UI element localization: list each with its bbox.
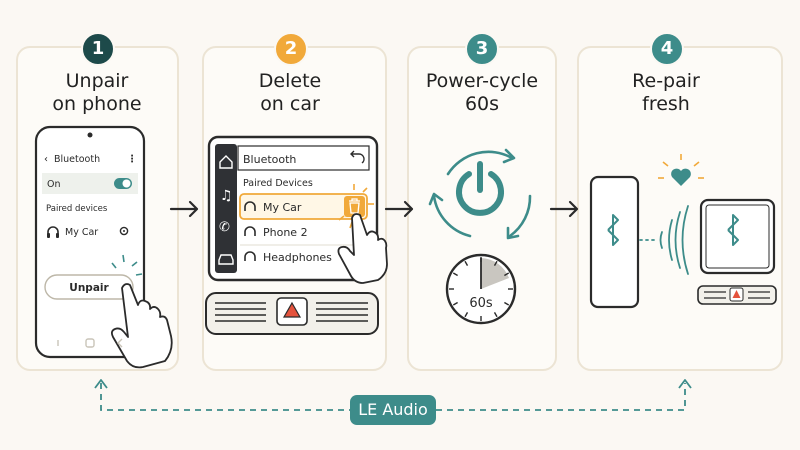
trash-icon [349, 198, 360, 214]
timer-dial: 60s [445, 253, 517, 325]
phone-toggle-label: On [47, 179, 61, 190]
car-screen-title: Bluetooth [243, 153, 296, 166]
return-icon[interactable] [350, 150, 365, 164]
signal-waves [639, 205, 689, 275]
power-icon [456, 161, 504, 216]
hand-pointer-icon [337, 213, 388, 284]
step-3-badge: 3 [465, 32, 499, 66]
car-device-row[interactable]: Phone 2 [244, 226, 308, 239]
delete-button[interactable] [344, 196, 365, 217]
headphones-icon [244, 201, 256, 211]
headphones-icon [244, 251, 256, 261]
bluetooth-icon [727, 214, 739, 246]
phone-illustration: ‹ Bluetooth ⋮ On Paired devices My Car [34, 125, 173, 369]
car-device-name: Phone 2 [263, 226, 308, 239]
step-3-title: Power-cycle 60s [425, 70, 539, 115]
hazard-button[interactable] [276, 297, 308, 326]
le-audio-loop [94, 379, 692, 411]
arrow-1-to-2 [169, 200, 199, 218]
car-icon[interactable] [218, 254, 234, 265]
headphones-icon [244, 226, 256, 236]
step-4-badge: 4 [650, 32, 684, 66]
phone-call-icon[interactable]: ✆ [219, 220, 230, 235]
heart-icon [671, 168, 691, 186]
power-cycle-illustration [428, 148, 532, 240]
bluetooth-toggle[interactable] [114, 178, 132, 189]
phone-device-name: My Car [65, 227, 98, 238]
car-device-name: Headphones [263, 251, 332, 264]
car-device-list [239, 193, 369, 246]
phone-nav-bar [57, 338, 123, 348]
phone-bluetooth-label: Bluetooth [54, 154, 100, 165]
step-2-title: Delete on car [258, 70, 322, 115]
timer-label: 60s [469, 296, 493, 311]
arrow-2-to-3 [384, 200, 414, 218]
step-4-title: Re-pair fresh [632, 70, 700, 115]
car-device-row[interactable]: Headphones [244, 251, 332, 264]
step-1-badge: 1 [81, 32, 115, 66]
step-2-badge: 2 [274, 32, 308, 66]
bluetooth-icon [607, 214, 619, 246]
repair-illustration [589, 154, 777, 309]
phone-device-row[interactable]: My Car [42, 218, 138, 244]
headphones-icon [47, 226, 59, 236]
dashboard-vents [205, 292, 379, 335]
car-paired-devices-label: Paired Devices [243, 178, 313, 189]
settings-gear-icon[interactable] [119, 226, 129, 236]
phone-back-chevron-icon: ‹ [44, 154, 48, 165]
home-icon[interactable] [219, 155, 233, 169]
hazard-triangle-icon [282, 301, 302, 318]
car-device-name: My Car [263, 201, 302, 214]
arrow-3-to-4 [549, 200, 579, 218]
tap-indicator-lines [111, 254, 143, 276]
unpair-button[interactable]: Unpair [44, 274, 134, 300]
heart-sparkles [658, 154, 704, 179]
hazard-triangle-icon [732, 290, 741, 298]
car-device-row[interactable]: My Car [244, 201, 302, 214]
hand-pointer-icon [110, 283, 173, 369]
step-1-title: Unpair on phone [52, 70, 142, 115]
music-icon[interactable]: ♫ [220, 188, 233, 204]
phone-more-icon: ⋮ [127, 154, 137, 165]
le-audio-badge: LE Audio [350, 395, 436, 425]
phone-paired-devices-label: Paired devices [46, 204, 108, 214]
unpair-label: Unpair [69, 282, 109, 294]
